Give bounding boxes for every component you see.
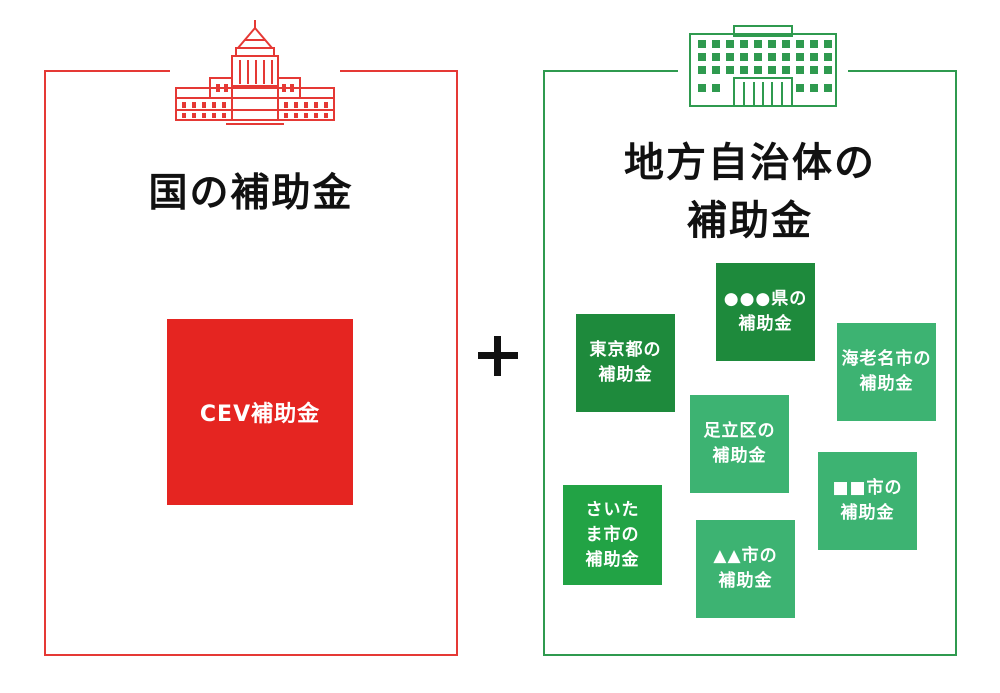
- window: [712, 66, 720, 74]
- window: [712, 40, 720, 48]
- window: [824, 53, 832, 61]
- subsidy-box-prefecture: ●●●県の 補助金: [716, 263, 815, 361]
- window: [824, 84, 832, 92]
- window: [768, 53, 776, 61]
- local-subsidy-title-text: 地方自治体の 補助金: [624, 140, 876, 244]
- window: [698, 66, 706, 74]
- subsidy-box-label: ■■市の 補助金: [832, 478, 903, 523]
- subsidy-box-label: 海老名市の 補助金: [841, 349, 932, 394]
- subsidy-box-label: ▲▲市の 補助金: [713, 546, 778, 591]
- subsidy-box-label: 東京都の 補助金: [589, 340, 662, 385]
- national-diet-building-icon: [170, 18, 340, 128]
- subsidy-box-tokyo: 東京都の 補助金: [576, 314, 675, 412]
- window: [754, 66, 762, 74]
- window: [782, 53, 790, 61]
- window: [768, 66, 776, 74]
- window: [768, 40, 776, 48]
- subsidy-box-ebina: 海老名市の 補助金: [837, 323, 936, 421]
- cev-subsidy-label: CEV補助金: [199, 402, 321, 427]
- national-subsidy-title: 国の補助金: [148, 171, 354, 216]
- subsidy-box-label: 足立区の 補助金: [703, 421, 776, 466]
- window: [726, 40, 734, 48]
- subsidy-box-label: さいた ま市の 補助金: [585, 499, 640, 570]
- window: [712, 84, 720, 92]
- subsidy-box-city-triangles: ▲▲市の 補助金: [696, 520, 795, 618]
- subsidy-box-label: ●●●県の 補助金: [723, 289, 808, 334]
- local-subsidy-title: 地方自治体の 補助金: [543, 134, 957, 250]
- window: [740, 53, 748, 61]
- subsidy-box-city-squares: ■■市の 補助金: [818, 452, 917, 550]
- cev-subsidy-box: CEV補助金: [167, 319, 353, 505]
- window: [782, 66, 790, 74]
- window: [754, 53, 762, 61]
- window: [810, 40, 818, 48]
- window: [726, 66, 734, 74]
- subsidy-box-adachi: 足立区の 補助金: [690, 395, 789, 493]
- window: [712, 53, 720, 61]
- window: [824, 40, 832, 48]
- window: [754, 40, 762, 48]
- window: [796, 66, 804, 74]
- window: [698, 40, 706, 48]
- subsidy-box-saitama: さいた ま市の 補助金: [563, 485, 662, 585]
- government-office-building-icon: [678, 20, 848, 110]
- window: [796, 40, 804, 48]
- window: [698, 84, 706, 92]
- plus-icon: [478, 336, 518, 376]
- window: [782, 40, 790, 48]
- window: [698, 53, 706, 61]
- window: [796, 53, 804, 61]
- window: [810, 53, 818, 61]
- window: [796, 84, 804, 92]
- window: [740, 66, 748, 74]
- window: [824, 66, 832, 74]
- window: [810, 84, 818, 92]
- window: [810, 66, 818, 74]
- window: [740, 40, 748, 48]
- window: [726, 53, 734, 61]
